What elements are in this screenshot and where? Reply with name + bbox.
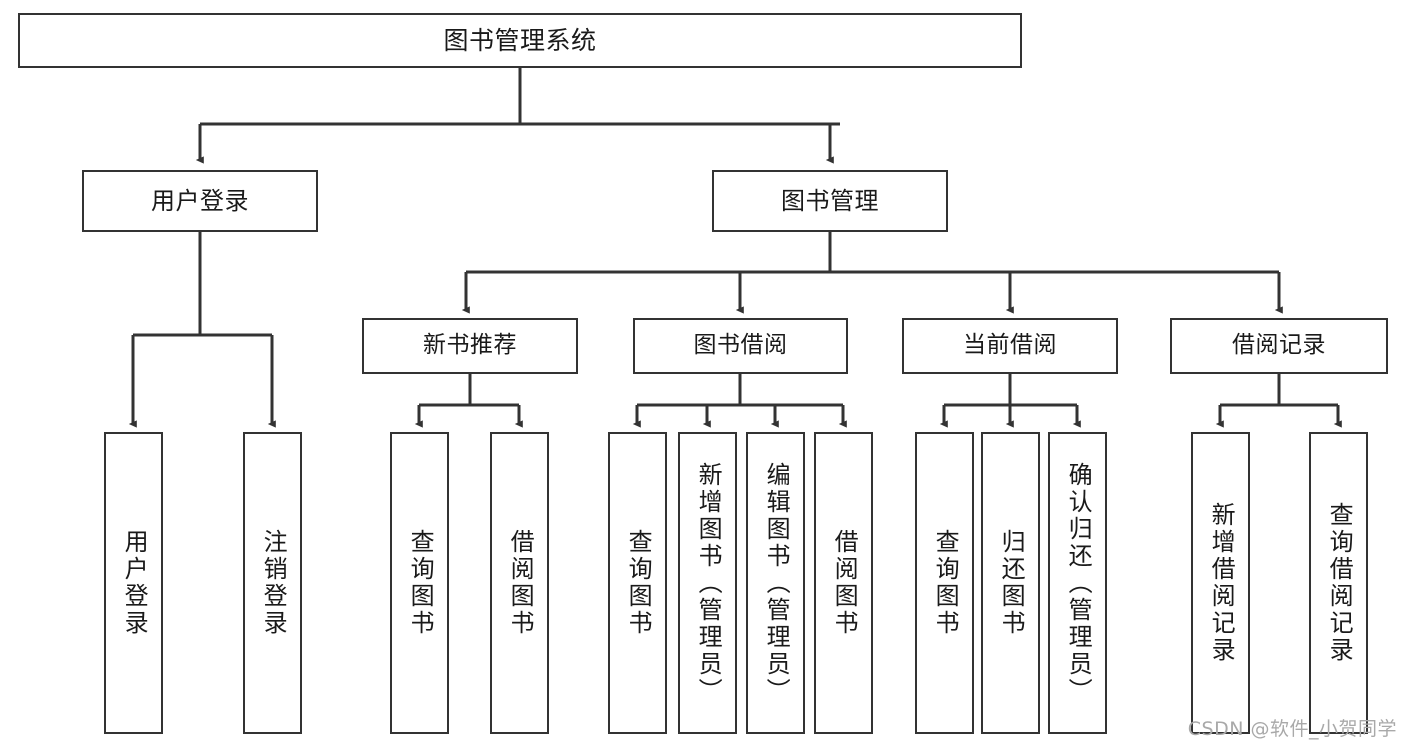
- node-borrow-record-label: 借阅记录: [1232, 332, 1326, 359]
- leaf-label: 注销登录: [259, 529, 288, 637]
- leaf-label: 归还图书: [997, 529, 1026, 637]
- leaf-user-login-logout[interactable]: 注销登录: [243, 432, 302, 734]
- leaf-label: 确认归还（管理员）: [1064, 461, 1093, 705]
- leaf-label: 查询图书: [406, 529, 435, 637]
- node-new-book-recommend-label: 新书推荐: [423, 332, 517, 359]
- node-user-login-label: 用户登录: [151, 186, 249, 215]
- leaf-new-book-borrow[interactable]: 借阅图书: [490, 432, 549, 734]
- node-root-system[interactable]: 图书管理系统: [18, 13, 1022, 68]
- leaf-label: 新增借阅记录: [1207, 502, 1236, 664]
- leaf-label: 借阅图书: [830, 529, 859, 637]
- leaf-label: 用户登录: [120, 529, 149, 637]
- leaf-new-book-query[interactable]: 查询图书: [390, 432, 449, 734]
- leaf-borrow-record-query[interactable]: 查询借阅记录: [1309, 432, 1368, 734]
- leaf-current-borrow-query[interactable]: 查询图书: [915, 432, 974, 734]
- leaf-user-login-login[interactable]: 用户登录: [104, 432, 163, 734]
- node-root-label: 图书管理系统: [443, 25, 597, 55]
- leaf-label: 查询借阅记录: [1325, 502, 1354, 664]
- leaf-book-borrow-borrow[interactable]: 借阅图书: [814, 432, 873, 734]
- leaf-label: 新增图书（管理员）: [694, 461, 723, 705]
- leaf-borrow-record-add[interactable]: 新增借阅记录: [1191, 432, 1250, 734]
- leaf-label: 编辑图书（管理员）: [762, 461, 791, 705]
- leaf-book-borrow-query[interactable]: 查询图书: [608, 432, 667, 734]
- leaf-label: 查询图书: [624, 529, 653, 637]
- leaf-label: 借阅图书: [506, 529, 535, 637]
- node-current-borrow[interactable]: 当前借阅: [902, 318, 1118, 374]
- csdn-watermark: CSDN @软件_小贺同学: [1187, 718, 1397, 740]
- leaf-current-borrow-return[interactable]: 归还图书: [981, 432, 1040, 734]
- leaf-book-borrow-edit-admin[interactable]: 编辑图书（管理员）: [746, 432, 805, 734]
- node-new-book-recommend[interactable]: 新书推荐: [362, 318, 578, 374]
- node-book-borrow[interactable]: 图书借阅: [633, 318, 848, 374]
- node-book-management-label: 图书管理: [781, 186, 879, 215]
- node-book-borrow-label: 图书借阅: [693, 332, 788, 359]
- node-user-login[interactable]: 用户登录: [82, 170, 318, 232]
- node-book-management[interactable]: 图书管理: [712, 170, 948, 232]
- leaf-current-borrow-confirm-admin[interactable]: 确认归还（管理员）: [1048, 432, 1107, 734]
- leaf-label: 查询图书: [931, 529, 960, 637]
- leaf-book-borrow-add-admin[interactable]: 新增图书（管理员）: [678, 432, 737, 734]
- node-borrow-record[interactable]: 借阅记录: [1170, 318, 1388, 374]
- node-current-borrow-label: 当前借阅: [963, 332, 1057, 359]
